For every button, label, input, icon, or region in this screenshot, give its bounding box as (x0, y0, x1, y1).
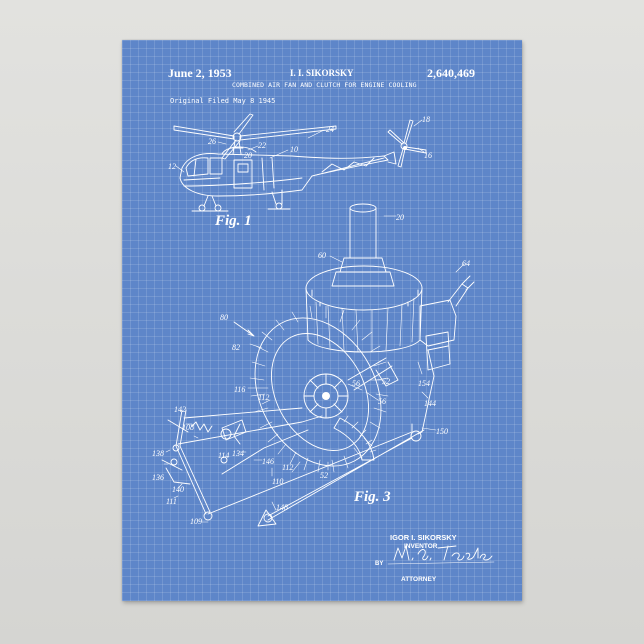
ref-numeral-fig1-22: 22 (258, 141, 266, 150)
ref-numeral-fig3-144: 144 (424, 399, 436, 408)
ref-numeral-fig3-134: 134 (232, 449, 244, 458)
tail-rotor-blades (388, 120, 426, 167)
landing-gear-rear (272, 190, 282, 204)
ref-numeral-fig1-24: 24 (326, 125, 334, 134)
spring-108 (192, 422, 212, 432)
ref-numeral-fig3-112-b: 112 (282, 463, 293, 472)
accessory-housing (420, 300, 456, 346)
gear-segment (334, 418, 374, 460)
landing-gear-front (204, 196, 216, 206)
ref-numeral-fig1-26: 26 (208, 137, 216, 146)
ref-numeral-fig3-114: 114 (218, 451, 229, 460)
ref-numeral-fig3-109: 109 (190, 517, 202, 526)
figure-3-label: Fig. 3 (354, 489, 391, 506)
solenoid-end (221, 429, 231, 439)
main-rotor-blade-right (240, 126, 336, 140)
ref-numeral-fig1-12: 12 (168, 162, 176, 171)
ref-numeral-fig3-80: 80 (220, 313, 228, 322)
ref-numeral-fig3-112-a: 112 (258, 393, 269, 402)
tail-boom-truss (322, 158, 374, 172)
fan-wheel-outer (230, 296, 406, 488)
ref-numeral-fig3-52-a: 52 (382, 377, 390, 386)
ref-numeral-fig3-146: 146 (262, 457, 274, 466)
ref-numeral-fig1-10: 10 (290, 145, 298, 154)
ref-numeral-fig3-56: 56 (352, 379, 360, 388)
by-label: BY (375, 561, 383, 567)
ref-numeral-fig1-18: 18 (422, 115, 430, 124)
solenoid-134 (222, 420, 246, 440)
ref-numeral-fig3-136: 136 (152, 473, 164, 482)
housing-bolts (312, 290, 418, 306)
ref-numeral-fig3-108: 108 (182, 423, 194, 432)
main-rotor-blade-front (222, 140, 240, 159)
pivot-109 (204, 512, 212, 520)
engine-housing-body (306, 288, 422, 340)
inventor-name: IGOR I. SIKORSKY (390, 533, 457, 542)
engine-housing-top (306, 266, 422, 310)
cockpit-windows (186, 158, 222, 176)
control-rod-upper (184, 408, 302, 418)
pivot-138 (171, 459, 177, 465)
figure-1-label: Fig. 1 (215, 213, 252, 230)
solenoid-mount (234, 424, 240, 444)
wheel-front-2 (215, 205, 221, 211)
cockpit-frame (184, 159, 220, 180)
ref-numeral-fig3-116: 116 (234, 385, 245, 394)
ref-numeral-fig3-110: 110 (272, 477, 283, 486)
accessory-block (426, 332, 450, 370)
helicopter-figure: 12 26 22 20 10 24 18 16 (168, 114, 432, 211)
clutch-hub-center (322, 392, 330, 400)
ref-numeral-fig3-82: 82 (232, 343, 240, 352)
ref-numeral-fig3-60: 60 (318, 251, 326, 260)
wheel-front (199, 205, 205, 211)
ref-numeral-fig3-111: 111 (166, 497, 177, 506)
ref-numeral-fig1-20: 20 (244, 151, 252, 160)
inventor-role: INVENTOR (404, 543, 437, 550)
ref-numeral-fig3-20: 20 (396, 213, 404, 222)
pivot-bracket-148 (258, 510, 276, 526)
ref-numeral-fig3-140: 140 (172, 485, 184, 494)
pulley-150 (411, 431, 421, 441)
fuselage (180, 154, 388, 196)
ref-numeral-fig1-16: 16 (424, 151, 432, 160)
shaft-collar (340, 258, 386, 272)
ref-numeral-fig3-56-b: 56 (378, 397, 386, 406)
accessory-fitting (448, 276, 474, 306)
drive-shaft-top (350, 204, 376, 212)
main-rotor-blade-left (174, 126, 234, 139)
wheel-rear (276, 203, 282, 209)
ref-numeral-fig3-142: 142 (174, 405, 186, 414)
ref-numeral-fig3-138: 138 (152, 449, 164, 458)
arrow-80 (234, 322, 254, 336)
ref-numeral-fig3-150: 150 (436, 427, 448, 436)
leader-lines-fig1 (176, 120, 424, 172)
main-rotor-blade-back (234, 114, 253, 134)
engine-housing-bottom (308, 340, 420, 352)
patent-poster: June 2, 1953 I. I. SIKORSKY 2,640,469 CO… (122, 40, 522, 601)
fan-clutch-figure: 20 60 64 80 82 116 112 56 52 56 154 144 … (152, 204, 474, 526)
leader-lines-fig3 (164, 216, 464, 522)
fuselage-lines (184, 158, 302, 190)
attorney-role: ATTORNEY (401, 576, 436, 583)
ref-numeral-fig3-148: 148 (276, 503, 288, 512)
ref-numeral-fig3-64: 64 (462, 259, 470, 268)
shaft-flange (332, 272, 394, 286)
ground-line (192, 209, 290, 211)
return-rod (268, 430, 424, 520)
ref-numeral-fig3-154: 154 (418, 379, 430, 388)
tail-rotor-disc (403, 146, 407, 150)
ref-numeral-fig3-52-b: 52 (320, 471, 328, 480)
drive-shaft (350, 208, 376, 258)
cable-vertical (418, 350, 434, 434)
patent-drawing: 12 26 22 20 10 24 18 16 (122, 40, 522, 601)
tail-boom (312, 152, 396, 176)
